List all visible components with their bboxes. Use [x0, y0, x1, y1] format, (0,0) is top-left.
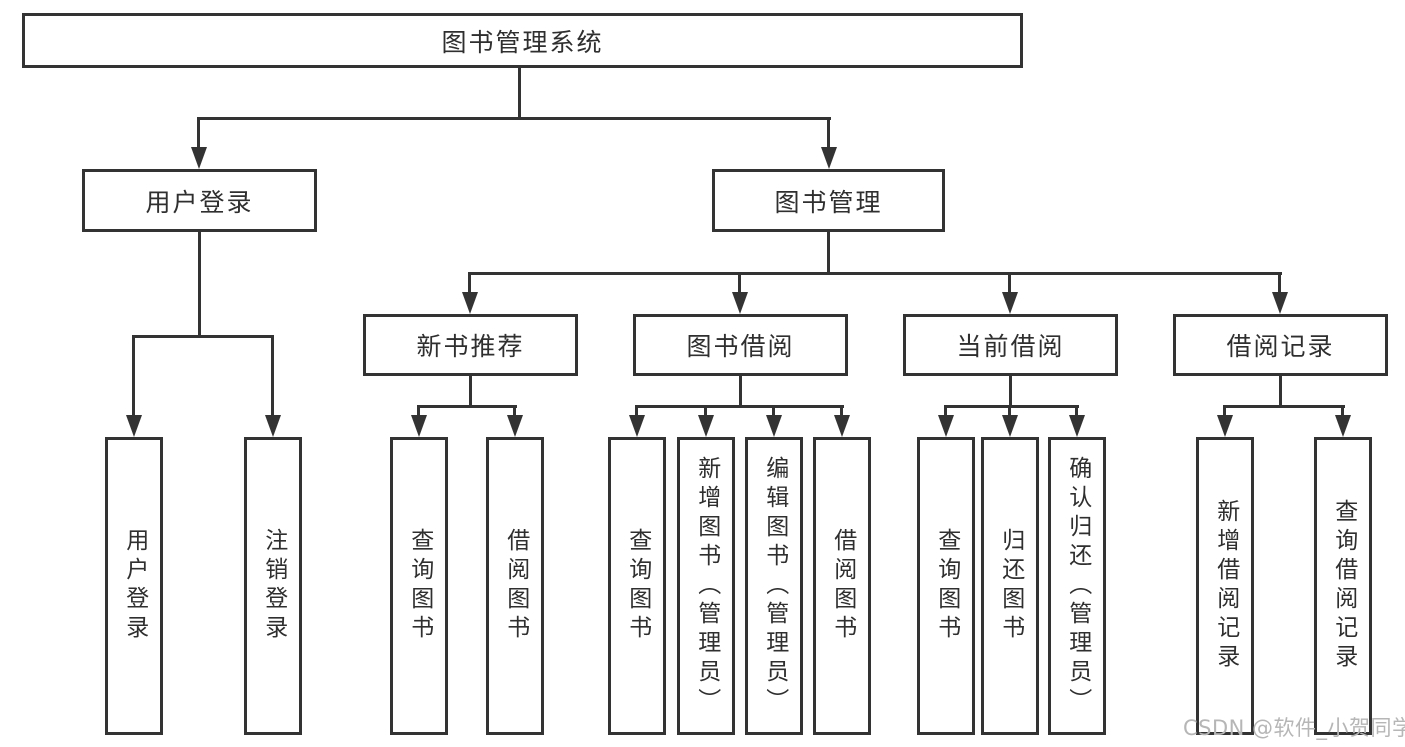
arrow-down-icon: [265, 415, 281, 437]
arrow-down-icon: [834, 415, 850, 437]
connector-new-book-rail: [417, 405, 517, 408]
arrow-down-icon: [698, 415, 714, 437]
connector-to-current-borrowing: [1008, 272, 1011, 294]
connector-root-stem: [518, 68, 521, 120]
arrow-down-icon: [1272, 292, 1288, 314]
leaf-label: 注销登录: [260, 528, 287, 644]
connector-book-borrow-rail: [635, 405, 844, 408]
leaf-label: 查询图书: [933, 528, 960, 644]
leaf-add-borrow-record: 新增借阅记录: [1196, 437, 1254, 735]
arrow-down-icon: [1217, 415, 1233, 437]
leaf-logout-login: 注销登录: [244, 437, 302, 735]
leaf-add-books-admin: 新增图书（管理员）: [677, 437, 735, 735]
connector-to-book-management: [827, 117, 830, 150]
arrow-down-icon: [766, 415, 782, 437]
node-book-borrowing: 图书借阅: [633, 314, 848, 376]
leaf-label: 新增借阅记录: [1212, 499, 1239, 673]
connector-book-mgmt-rail: [469, 272, 1282, 275]
connector-to-new-book-rec: [468, 272, 471, 294]
leaf-label: 查询借阅记录: [1330, 499, 1357, 673]
arrow-down-icon: [507, 415, 523, 437]
leaf-label: 查询图书: [406, 528, 433, 644]
leaf-return-books: 归还图书: [981, 437, 1039, 735]
leaf-user-login: 用户登录: [105, 437, 163, 735]
connector-borrow-records-stem: [1279, 376, 1282, 408]
connector-leaf: [1075, 405, 1078, 417]
arrow-down-icon: [821, 147, 837, 169]
leaf-label: 确认归还（管理员）: [1064, 455, 1091, 717]
connector-current-borrow-stem: [1009, 376, 1012, 408]
connector-to-book-borrowing: [738, 272, 741, 294]
connector-new-book-stem: [469, 376, 472, 408]
connector-to-borrow-records: [1278, 272, 1281, 294]
leaf-edit-books-admin: 编辑图书（管理员）: [745, 437, 803, 735]
arrow-down-icon: [1002, 292, 1018, 314]
leaf-label: 新增图书（管理员）: [693, 455, 720, 717]
leaf-query-books-borrowing: 查询图书: [608, 437, 666, 735]
arrow-down-icon: [126, 415, 142, 437]
connector-book-mgmt-stem: [827, 232, 830, 275]
leaf-query-books-recommend: 查询图书: [390, 437, 448, 735]
leaf-label: 借阅图书: [502, 528, 529, 644]
leaf-query-books-current: 查询图书: [917, 437, 975, 735]
connector-user-login-rail: [133, 335, 274, 338]
node-current-borrowing: 当前借阅: [903, 314, 1118, 376]
leaf-confirm-return-admin: 确认归还（管理员）: [1048, 437, 1106, 735]
connector-leaf: [635, 405, 638, 417]
arrow-down-icon: [938, 415, 954, 437]
arrow-down-icon: [462, 292, 478, 314]
connector-leaf: [840, 405, 843, 417]
connector-borrow-records-rail: [1223, 405, 1345, 408]
arrow-down-icon: [629, 415, 645, 437]
leaf-label: 用户登录: [121, 528, 148, 644]
arrow-down-icon: [1002, 415, 1018, 437]
connector-leaf: [1223, 405, 1226, 417]
leaf-label: 借阅图书: [829, 528, 856, 644]
node-user-login: 用户登录: [82, 169, 317, 232]
connector-leaf: [1008, 405, 1011, 417]
connector-to-user-login: [197, 117, 200, 150]
leaf-label: 编辑图书（管理员）: [761, 455, 788, 717]
leaf-query-borrow-record: 查询借阅记录: [1314, 437, 1372, 735]
connector-user-login-stem: [198, 232, 201, 338]
connector-book-borrow-stem: [739, 376, 742, 408]
connector-to-leaf-user-login: [132, 335, 135, 417]
connector-leaf: [772, 405, 775, 417]
arrow-down-icon: [732, 292, 748, 314]
node-library-system: 图书管理系统: [22, 13, 1023, 68]
node-book-management: 图书管理: [712, 169, 945, 232]
node-new-book-recommendation: 新书推荐: [363, 314, 578, 376]
connector-leaf: [1341, 405, 1344, 417]
connector-root-rail: [198, 117, 831, 120]
connector-current-borrow-rail: [944, 405, 1079, 408]
leaf-borrow-books-borrowing: 借阅图书: [813, 437, 871, 735]
connector-leaf: [513, 405, 516, 417]
leaf-borrow-books-recommend: 借阅图书: [486, 437, 544, 735]
connector-leaf: [944, 405, 947, 417]
arrow-down-icon: [1069, 415, 1085, 437]
connector-to-leaf-logout: [271, 335, 274, 417]
arrow-down-icon: [191, 147, 207, 169]
arrow-down-icon: [411, 415, 427, 437]
connector-leaf: [704, 405, 707, 417]
arrow-down-icon: [1335, 415, 1351, 437]
leaf-label: 查询图书: [624, 528, 651, 644]
connector-leaf: [417, 405, 420, 417]
csdn-watermark: CSDN @软件_小贺同学: [1183, 716, 1405, 740]
node-borrowing-records: 借阅记录: [1173, 314, 1388, 376]
leaf-label: 归还图书: [997, 528, 1024, 644]
